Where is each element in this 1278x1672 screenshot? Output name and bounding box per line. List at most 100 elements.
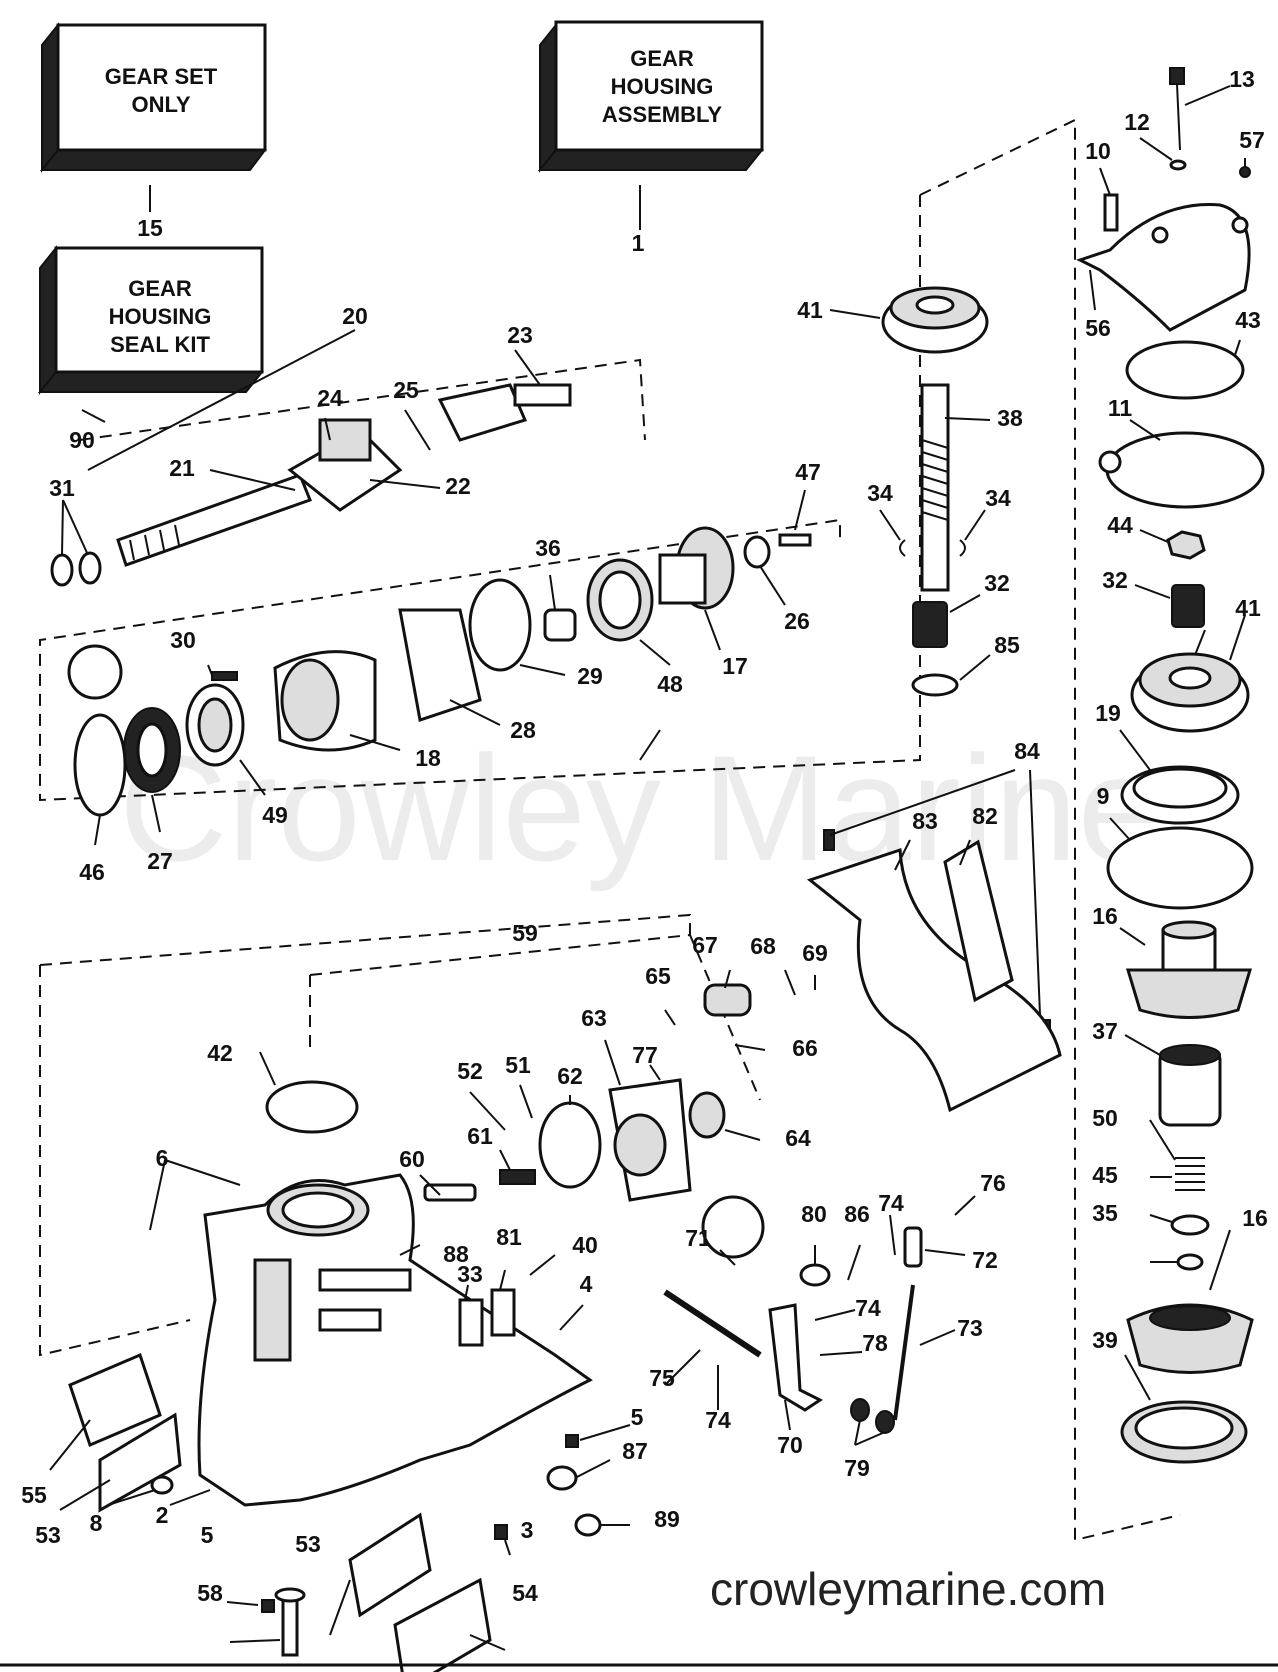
callout-77: 77 (632, 1042, 658, 1068)
callout-36: 36 (535, 535, 561, 561)
box-gear-set-only: GEAR SET ONLY (39, 22, 267, 173)
callout-72: 72 (972, 1247, 998, 1273)
box-1-line-1: GEAR SET (105, 64, 218, 89)
callout-74: 74 (855, 1295, 881, 1321)
callout-68: 68 (750, 933, 776, 959)
callout-17: 17 (722, 653, 748, 679)
watermark: Crowley Marine (119, 724, 1161, 892)
callout-87: 87 (622, 1438, 648, 1464)
callout-20: 20 (342, 303, 368, 329)
callout-75: 75 (649, 1365, 675, 1391)
callout-53: 53 (35, 1522, 61, 1548)
callout-67: 67 (692, 932, 718, 958)
callout-48: 48 (657, 671, 683, 697)
box-3-line-1: GEAR (128, 276, 192, 301)
box-1-number: 15 (137, 215, 163, 241)
pinion-shaft-parts (806, 286, 1062, 1113)
callout-41: 41 (1235, 595, 1261, 621)
callout-86: 86 (844, 1201, 870, 1227)
callout-32: 32 (1102, 567, 1128, 593)
dashed-group-outlines (39, 118, 1181, 1542)
callout-4: 4 (580, 1271, 593, 1297)
callout-32: 32 (984, 570, 1010, 596)
callout-89: 89 (654, 1506, 680, 1532)
callout-6: 6 (156, 1145, 169, 1171)
box-2-number: 1 (632, 230, 645, 256)
callout-26: 26 (784, 608, 810, 634)
box-gear-housing-seal-kit: GEAR HOUSING SEAL KIT (37, 245, 265, 395)
callout-47: 47 (795, 459, 821, 485)
callout-78: 78 (862, 1330, 888, 1356)
callout-79: 79 (844, 1455, 870, 1481)
callout-40: 40 (572, 1232, 598, 1258)
callout-46: 46 (79, 859, 105, 885)
callout-18: 18 (415, 745, 441, 771)
callout-65: 65 (645, 963, 671, 989)
callout-66: 66 (792, 1035, 818, 1061)
callout-5: 5 (631, 1404, 644, 1430)
callout-76: 76 (980, 1170, 1006, 1196)
callout-27: 27 (147, 848, 173, 874)
callout-30: 30 (170, 627, 196, 653)
callout-3: 3 (521, 1517, 534, 1543)
callout-59: 59 (512, 920, 538, 946)
gear-housing (68, 1173, 602, 1672)
drive-shaft-parts (50, 383, 812, 817)
callout-54: 54 (512, 1580, 538, 1606)
callout-84: 84 (1014, 738, 1040, 764)
callout-19: 19 (1095, 700, 1121, 726)
callout-74: 74 (705, 1407, 731, 1433)
callout-64: 64 (785, 1125, 811, 1151)
callout-45: 45 (1092, 1162, 1118, 1188)
callout-58: 58 (197, 1580, 223, 1606)
callout-24: 24 (317, 385, 343, 411)
box-1-line-2: ONLY (131, 92, 190, 117)
box-gear-housing-assembly: GEAR HOUSING ASSEMBLY (537, 20, 765, 173)
callout-69: 69 (802, 940, 828, 966)
box-3-line-3: SEAL KIT (110, 332, 210, 357)
callout-12: 12 (1124, 109, 1150, 135)
callout-10: 10 (1085, 138, 1111, 164)
callout-labels: 13 12 57 10 56 43 11 44 32 41 19 9 16 37… (21, 66, 1268, 1606)
callout-63: 63 (581, 1005, 607, 1031)
callout-52: 52 (457, 1058, 483, 1084)
leader-lines (49, 85, 1246, 1651)
callout-62: 62 (557, 1063, 583, 1089)
callout-37: 37 (1092, 1018, 1118, 1044)
box-2-line-3: ASSEMBLY (602, 102, 723, 127)
callout-43: 43 (1235, 307, 1261, 333)
callout-11: 11 (1108, 395, 1133, 421)
callout-13: 13 (1229, 66, 1255, 92)
callout-70: 70 (777, 1432, 803, 1458)
callout-42: 42 (207, 1040, 233, 1066)
callout-23: 23 (507, 322, 533, 348)
callout-5: 5 (201, 1522, 214, 1548)
callout-9: 9 (1097, 783, 1110, 809)
callout-25: 25 (393, 377, 419, 403)
callout-38: 38 (997, 405, 1023, 431)
callout-31: 31 (49, 475, 75, 501)
callout-16: 16 (1092, 903, 1118, 929)
box-3-line-2: HOUSING (109, 304, 212, 329)
callout-61: 61 (467, 1123, 493, 1149)
callout-60: 60 (399, 1146, 425, 1172)
callout-49: 49 (262, 802, 288, 828)
shift-parts (265, 983, 923, 1434)
callout-53: 53 (295, 1531, 321, 1557)
callout-57: 57 (1239, 127, 1265, 153)
callout-34: 34 (867, 480, 893, 506)
website-url: crowleymarine.com (710, 1563, 1106, 1615)
callout-35: 35 (1092, 1200, 1118, 1226)
right-column-parts (1076, 67, 1265, 1464)
callout-55: 55 (21, 1482, 47, 1508)
callout-44: 44 (1107, 512, 1133, 538)
callout-88: 88 (443, 1241, 469, 1267)
callout-33: 33 (457, 1261, 483, 1287)
callout-71: 71 (685, 1225, 711, 1251)
callout-34: 34 (985, 485, 1011, 511)
callout-83: 83 (912, 808, 938, 834)
box-2-line-1: GEAR (630, 46, 694, 71)
callout-74: 74 (878, 1190, 904, 1216)
callout-22: 22 (445, 473, 471, 499)
